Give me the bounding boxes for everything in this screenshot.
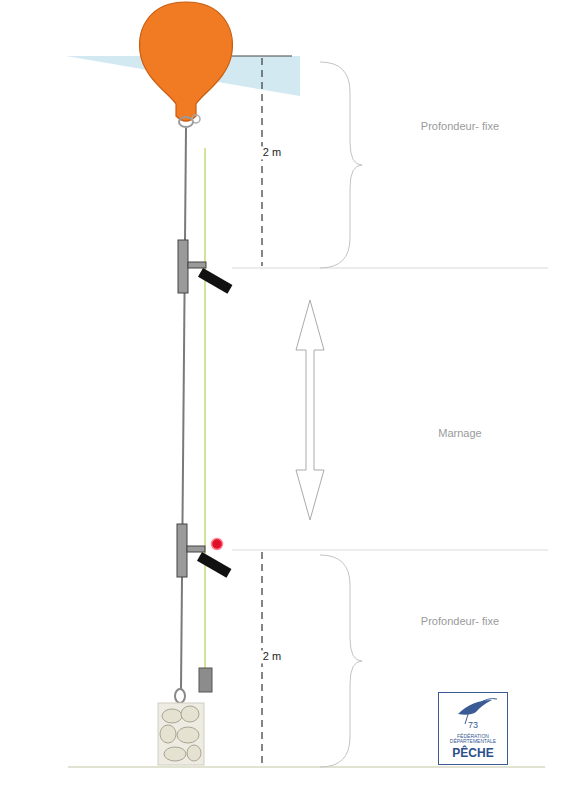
bracket — [320, 62, 362, 268]
clamp-arm — [187, 546, 205, 552]
clamp — [177, 524, 187, 577]
dimension-label: 2 m — [261, 650, 283, 663]
anchor-bag — [158, 703, 204, 765]
stones — [160, 706, 201, 761]
section-label: Profondeur- fixe — [419, 615, 501, 628]
section-label: Marnage — [436, 427, 483, 440]
level-line — [232, 268, 548, 269]
line-weight — [199, 668, 212, 692]
dimension-line — [261, 58, 262, 266]
bracket — [320, 555, 362, 767]
mooring-rope — [181, 128, 186, 690]
indicator-dot — [212, 539, 223, 550]
clamp — [178, 240, 188, 293]
logo-box: 73FÉDÉRATION DÉPARTEMENTALE PÊCHE — [438, 692, 508, 765]
buoy — [140, 2, 233, 121]
section-label: Profondeur- fixe — [419, 120, 501, 133]
bottom-line — [68, 766, 545, 768]
dimension-label: 2 m — [261, 146, 283, 159]
logo-subtitle: FÉDÉRATION DÉPARTEMENTALE — [439, 734, 507, 745]
sensor — [197, 552, 231, 578]
sensor — [198, 268, 232, 294]
level-line — [232, 550, 548, 551]
level-tick — [232, 56, 292, 57]
range-arrow — [296, 300, 324, 520]
shackle — [179, 117, 193, 127]
ring — [192, 115, 200, 123]
sensor-line — [204, 148, 206, 668]
logo-number: 73 — [468, 721, 478, 731]
logo-title: PÊCHE — [452, 747, 493, 760]
shackle — [175, 689, 185, 703]
clamp-arm — [188, 262, 206, 268]
